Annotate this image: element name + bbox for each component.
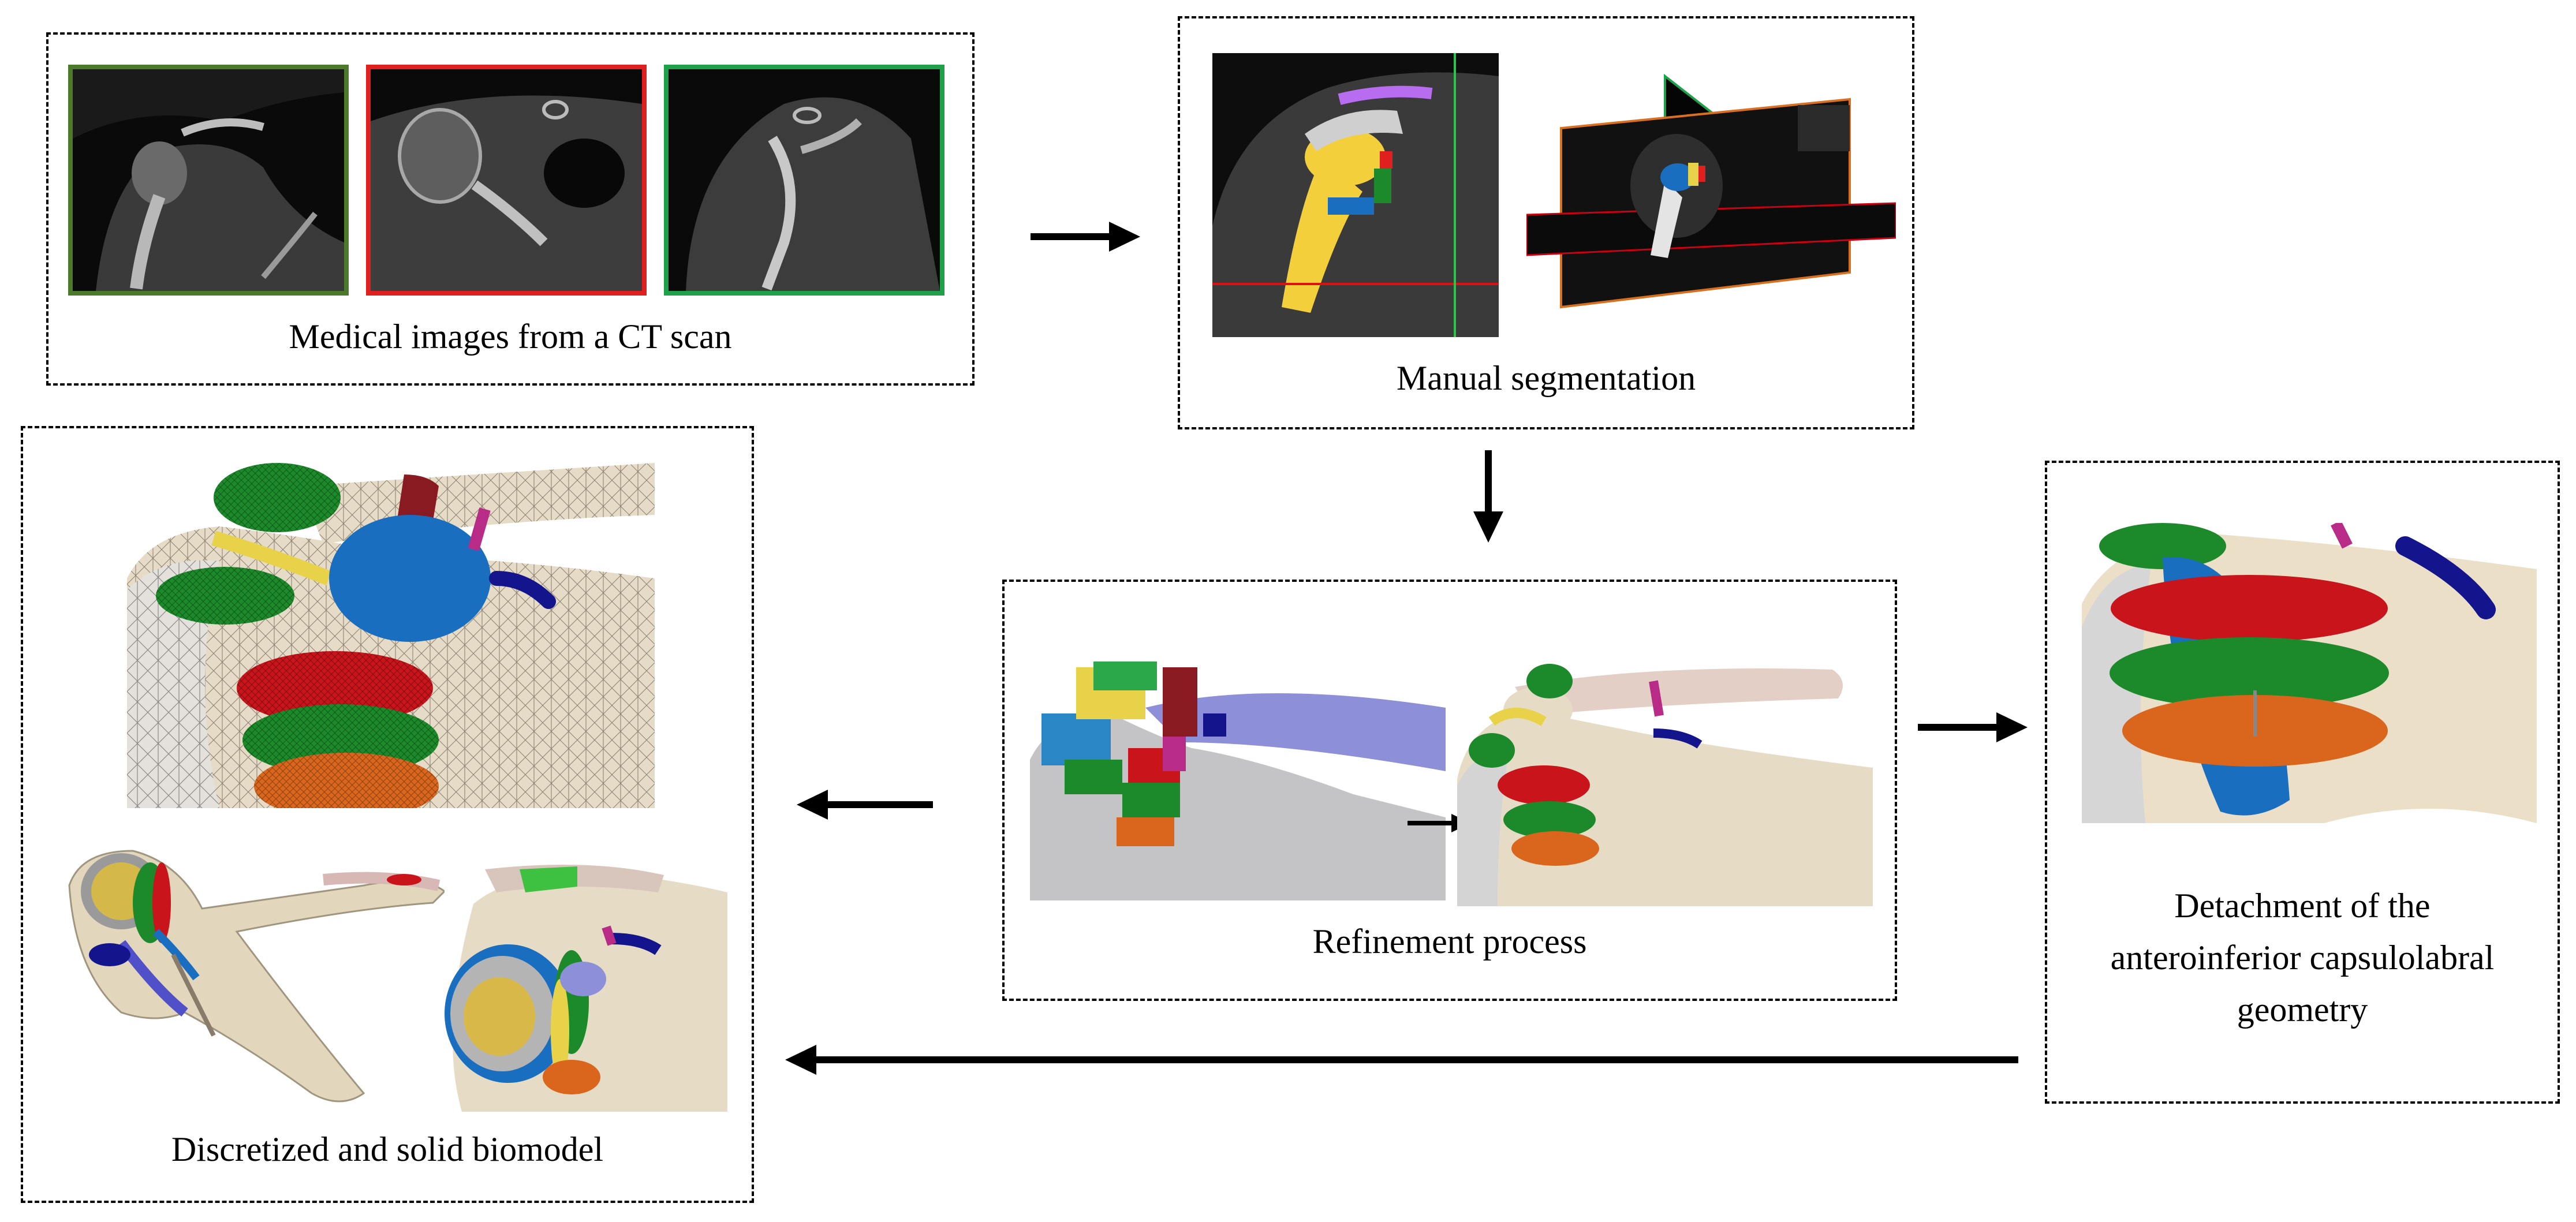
segmentation-3d-view	[1526, 65, 1896, 330]
arrow-right-icon	[1918, 712, 2028, 742]
segmentation-box: Manual segmentation	[1178, 16, 1914, 429]
refinement-box: Refinement process	[1002, 580, 1897, 1001]
refinement-smooth-model	[1457, 635, 1873, 906]
biomodel-solid-section-left	[64, 839, 445, 1109]
detachment-model	[2082, 523, 2537, 823]
biomodel-caption: Discretized and solid biomodel	[171, 1130, 604, 1168]
ct-image-sagittal	[664, 65, 944, 296]
segmentation-caption: Manual segmentation	[1396, 359, 1696, 397]
segmentation-slice-view	[1212, 53, 1499, 337]
biomodel-box: Discretized and solid biomodel	[21, 426, 754, 1203]
arrow-down-icon	[1473, 450, 1503, 543]
biomodel-mesh-view	[127, 463, 655, 808]
detachment-caption-line-3: geometry	[2237, 991, 2368, 1029]
ct-scan-box: Medical images from a CT scan	[46, 32, 975, 386]
refinement-voxel-model	[1030, 644, 1446, 900]
detachment-box: Detachment of the anteroinferior capsulo…	[2045, 461, 2560, 1104]
refinement-caption: Refinement process	[1312, 922, 1587, 961]
arrow-left-icon	[785, 1045, 2018, 1075]
biomodel-solid-section-right	[439, 858, 727, 1112]
arrow-left-icon	[797, 790, 933, 820]
ct-image-coronal	[68, 65, 349, 296]
ct-image-axial	[366, 65, 647, 296]
arrow-right-icon	[1031, 222, 1140, 252]
ct-scan-caption: Medical images from a CT scan	[289, 317, 732, 356]
detachment-caption-line-1: Detachment of the	[2174, 887, 2431, 925]
detachment-caption-line-2: anteroinferior capsulolabral	[2110, 939, 2495, 977]
